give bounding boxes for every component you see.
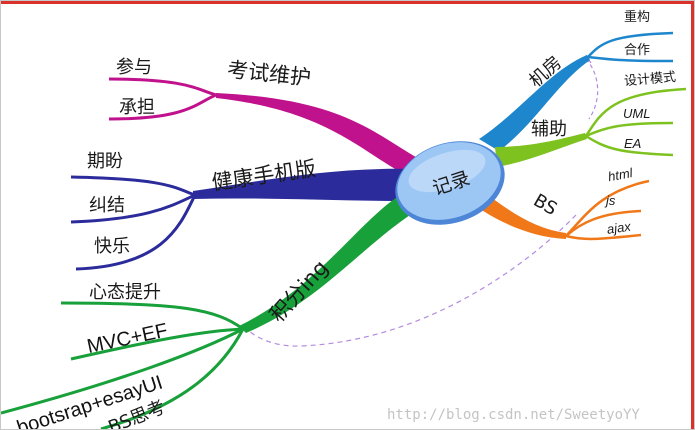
- branch-maintain: 考试维护 参与 承担: [109, 57, 419, 179]
- leaf-refactor: 重构: [624, 9, 650, 25]
- leaf-undertake: 承担: [119, 97, 155, 118]
- branch-bs-fork-bottom: [566, 235, 641, 239]
- branch-assist-label: 辅助: [531, 119, 567, 140]
- branch-maintain-label: 考试维护: [226, 57, 312, 90]
- leaf-mindset: 心态提升: [89, 282, 161, 303]
- leaf-uml: UML: [623, 106, 650, 121]
- branch-bs-label: BS: [530, 190, 561, 220]
- branch-accumulate: 积分ing 心态提升 MVC+EF bootsrap+esayUI BS思考: [1, 191, 419, 430]
- leaf-happy: 快乐: [94, 236, 130, 257]
- leaf-participate: 参与: [116, 57, 152, 78]
- leaf-cooperate: 合作: [624, 43, 650, 58]
- leaf-design-pattern: 设计模式: [623, 70, 676, 89]
- leaf-tangled: 纠结: [89, 195, 125, 216]
- leaf-expect: 期盼: [87, 151, 123, 172]
- dashed-link-room-assist: [586, 59, 598, 119]
- branch-assist-fork-mid: [586, 123, 673, 136]
- branch-healthy-fork-top: [71, 177, 195, 195]
- leaf-ajax: ajax: [606, 219, 632, 237]
- leaf-html: html: [607, 165, 635, 184]
- leaf-js: js: [604, 193, 616, 208]
- branch-accumulate-label: 积分ing: [265, 255, 333, 326]
- watermark: http://blog.csdn.net/SweetyoYY: [387, 407, 640, 423]
- leaf-mvc-ef: MVC+EF: [85, 320, 169, 359]
- leaf-ea: EA: [624, 136, 641, 151]
- branch-maintain-fork-upper: [109, 79, 216, 95]
